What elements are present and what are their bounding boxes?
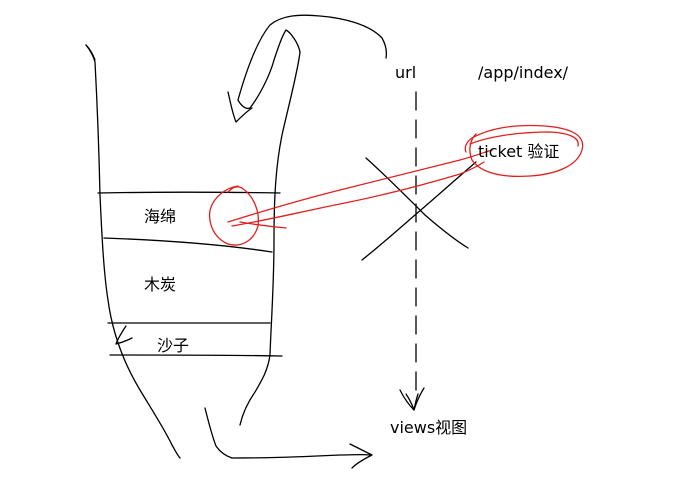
label-charcoal: 木炭 (144, 275, 176, 294)
ticket-circle (464, 124, 584, 178)
jar-sand-tick (115, 325, 133, 345)
layer-line-top (97, 191, 281, 194)
label-url: url (395, 63, 416, 82)
bottom-arrow-head (349, 443, 373, 469)
sponge-tail (239, 221, 287, 229)
block-cross-1 (365, 157, 469, 249)
jar-right-wall (239, 51, 301, 426)
jar-left-top-stroke (85, 44, 96, 61)
block-cross-2 (361, 161, 477, 261)
url-flow (361, 91, 477, 411)
filter-jar (85, 14, 388, 469)
layer-line-4 (109, 354, 283, 357)
label-ticket: ticket 验证 (478, 142, 559, 161)
jar-outlet-left (204, 407, 233, 459)
jar-hook (237, 29, 301, 110)
label-views: views视图 (390, 418, 467, 437)
jar-top-loop (237, 14, 388, 101)
label-path: /app/index/ (478, 63, 569, 82)
url-arrowhead-inner (405, 393, 419, 411)
url-arrowhead (399, 387, 425, 411)
jar-hook-arrowhead (227, 91, 253, 123)
sponge-to-ticket-line-2 (231, 161, 485, 227)
sponge-to-ticket-line (227, 149, 493, 223)
ticket-circle-2 (469, 131, 579, 147)
bottom-arrow-line (231, 453, 371, 459)
jar-left-wall (85, 44, 181, 459)
layer-line-2 (103, 237, 273, 253)
red-annotations (208, 124, 584, 246)
label-sponge: 海绵 (144, 207, 176, 226)
label-sand: 沙子 (157, 336, 189, 355)
sponge-circle (208, 185, 260, 246)
